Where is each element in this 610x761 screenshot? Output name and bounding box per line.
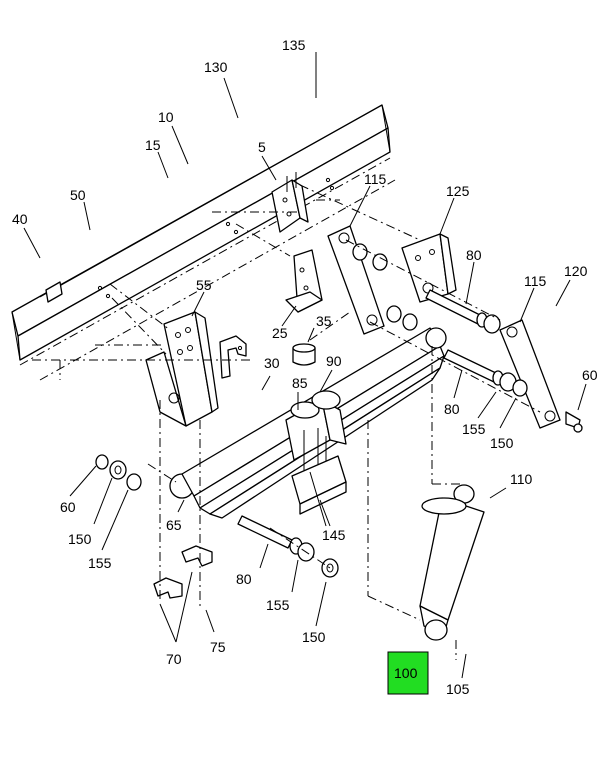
- shackle-115-right: [499, 319, 561, 429]
- callout-60-right: 60: [582, 367, 598, 383]
- pin-80-lower: [237, 515, 315, 562]
- callout-85: 85: [292, 375, 308, 391]
- callout-55: 55: [196, 277, 212, 293]
- callout-115-right: 115: [524, 273, 547, 289]
- bracket-125: [401, 233, 457, 303]
- callout-40: 40: [12, 211, 28, 227]
- callout-150-left: 150: [68, 531, 92, 547]
- callout-90: 90: [326, 353, 342, 369]
- shackle-115-left: [327, 225, 385, 335]
- callout-155-right: 155: [462, 421, 486, 437]
- callout-135: 135: [282, 37, 306, 53]
- bracket-25: [285, 249, 323, 313]
- washers-front: [95, 454, 142, 491]
- callout-150-lower: 150: [302, 629, 326, 645]
- bump-stop-35: [292, 343, 316, 366]
- bracket-30: [219, 335, 247, 379]
- callout-10: 10: [158, 109, 174, 125]
- caps-70: [153, 545, 213, 599]
- callout-100: 100: [394, 665, 418, 681]
- callout-80-upper: 80: [466, 247, 482, 263]
- callout-145: 145: [322, 527, 346, 543]
- callout-120: 120: [564, 263, 588, 279]
- washers-rear: [321, 243, 418, 578]
- callout-80-middle: 80: [444, 401, 460, 417]
- axle-seat-145: [291, 455, 347, 515]
- callout-70: 70: [166, 651, 182, 667]
- leaf-spring: [169, 327, 447, 519]
- callout-125: 125: [446, 183, 470, 199]
- callout-150-right: 150: [490, 435, 514, 451]
- callout-80-lower: 80: [236, 571, 252, 587]
- callout-105: 105: [446, 681, 470, 697]
- callout-155-lower: 155: [266, 597, 290, 613]
- callout-30: 30: [264, 355, 280, 371]
- crossmember-lines: [19, 157, 396, 381]
- callout-15: 15: [145, 137, 161, 153]
- callout-130: 130: [204, 59, 228, 75]
- leader-lines: [23, 52, 587, 679]
- bracket-55: [145, 311, 219, 427]
- pin-80-upper: [425, 289, 501, 334]
- highlight-box-100: [387, 651, 429, 695]
- assembly-lines: [32, 184, 541, 660]
- pin-80-middle: [443, 349, 528, 397]
- callout-75: 75: [210, 639, 226, 655]
- callout-5: 5: [258, 139, 266, 155]
- shock-absorber: [419, 484, 485, 641]
- callout-115-left: 115: [364, 171, 387, 187]
- bracket-5: [271, 172, 309, 233]
- callout-35: 35: [316, 313, 332, 329]
- callout-65: 65: [166, 517, 182, 533]
- grease-fitting-60: [565, 411, 583, 433]
- callout-25: 25: [272, 325, 288, 341]
- callout-60-left: 60: [60, 499, 76, 515]
- callout-155-left: 155: [88, 555, 112, 571]
- callout-110: 110: [510, 471, 533, 487]
- callout-labels: 135 130 10 15 5 50 40 115 125 80 115 120…: [12, 37, 598, 697]
- callout-50: 50: [70, 187, 86, 203]
